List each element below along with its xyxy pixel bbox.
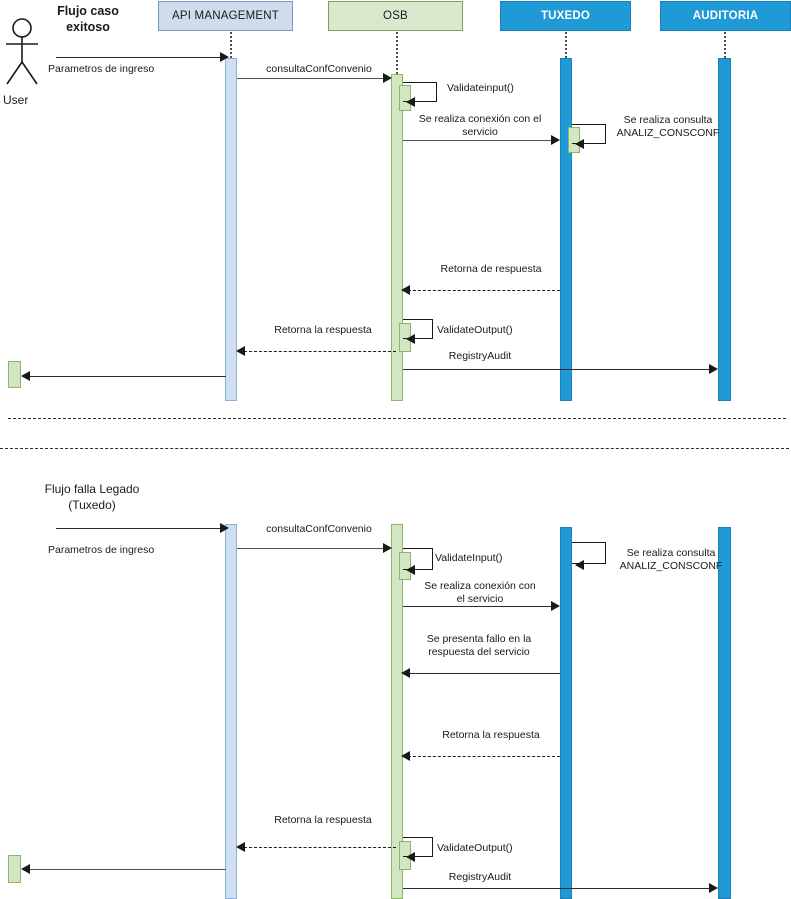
message-arrow-retorna-respuesta-flow1 xyxy=(401,285,410,295)
message-label-conexion-flow2: Se realiza conexión con el servicio xyxy=(424,580,536,605)
message-line-retorna-la-respuesta-flow1 xyxy=(244,351,396,352)
lifeline-stem-api-management xyxy=(230,32,232,58)
flow-title-success: Flujo caso exitoso xyxy=(57,4,119,34)
lifeline-stem-auditoria xyxy=(724,32,726,58)
message-line-retorna-tuxedo-flow2 xyxy=(408,756,560,757)
message-label-conexion-flow1: Se realiza conexión con el servicio xyxy=(418,113,542,138)
message-arrow-apim-to-user-flow1 xyxy=(21,371,30,381)
self-call-arrow-validateoutput-flow1 xyxy=(406,334,415,344)
message-label-retorna-respuesta-flow1: Retorna de respuesta xyxy=(440,263,542,275)
lifeline-stem-tuxedo xyxy=(565,32,567,58)
end-activation-user-flow2 xyxy=(8,855,21,883)
end-activation-user-flow1 xyxy=(8,361,21,388)
message-label-analiz-flow1: Se realiza consulta ANALIZ_CONSCONF xyxy=(616,114,720,139)
activation-tuxedo-flow1 xyxy=(560,58,572,401)
message-label-retorna-la-respuesta-flow1: Retorna la respuesta xyxy=(274,324,372,336)
message-label-validateinput-flow2: ValidateInput() xyxy=(435,552,503,564)
message-line-fallo-flow2 xyxy=(408,673,560,674)
message-arrow-parametros-flow2 xyxy=(220,523,229,533)
message-line-conexion-flow2 xyxy=(403,606,553,607)
message-label-fallo-flow2: Se presenta fallo en la respuesta del se… xyxy=(426,633,532,658)
activation-auditoria-flow2 xyxy=(718,527,731,899)
message-label-validateoutput-flow2: ValidateOutput() xyxy=(437,842,513,854)
message-arrow-fallo-flow2 xyxy=(401,668,410,678)
message-line-consulta-flow1 xyxy=(237,78,385,79)
message-line-consulta-flow2 xyxy=(237,548,385,549)
message-arrow-retorna-la-respuesta-flow1 xyxy=(236,346,245,356)
message-label-analiz-flow2: Se realiza consulta ANALIZ_CONSCONF xyxy=(619,547,723,572)
message-arrow-apim-to-user-flow2 xyxy=(21,864,30,874)
activation-osb-flow1 xyxy=(391,74,403,401)
message-arrow-conexion-flow2 xyxy=(551,601,560,611)
message-line-conexion-flow1 xyxy=(403,140,553,141)
lifeline-head-auditoria[interactable]: AUDITORIA xyxy=(660,1,791,31)
activation-tuxedo-flow2 xyxy=(560,527,572,899)
flow-separator-bottom xyxy=(0,448,789,449)
message-line-parametros-flow2 xyxy=(56,528,222,529)
message-label-retorna-apim-flow2: Retorna la respuesta xyxy=(274,814,372,826)
message-arrow-registryaudit-flow2 xyxy=(709,883,718,893)
stick-figure-actor-icon xyxy=(6,18,38,85)
message-arrow-consulta-flow2 xyxy=(383,543,392,553)
message-line-registryaudit-flow1 xyxy=(403,369,711,370)
message-label-registryaudit-flow1: RegistryAudit xyxy=(448,350,512,362)
self-call-arrow-validateinput-flow1 xyxy=(406,97,415,107)
message-arrow-conexion-flow1 xyxy=(551,135,560,145)
self-call-arrow-validateoutput-flow2 xyxy=(406,852,415,862)
lifeline-head-tuxedo[interactable]: TUXEDO xyxy=(500,1,631,31)
message-arrow-registryaudit-flow1 xyxy=(709,364,718,374)
self-call-loop-validateoutput-flow1 xyxy=(403,319,433,339)
self-call-arrow-analiz-flow2 xyxy=(575,560,584,570)
flow-title-failure: Flujo falla Legado (Tuxedo) xyxy=(44,482,140,512)
activation-api-management-flow1 xyxy=(225,58,237,401)
lifeline-head-osb[interactable]: OSB xyxy=(328,1,463,31)
message-line-retorna-respuesta-flow1 xyxy=(408,290,560,291)
self-call-loop-analiz-flow1 xyxy=(572,124,606,144)
message-label-parametros-flow2: Parametros de ingreso xyxy=(48,544,155,556)
self-call-loop-analiz-flow2 xyxy=(572,542,606,564)
message-line-apim-to-user-flow2 xyxy=(29,869,226,870)
self-call-arrow-validateinput-flow2 xyxy=(406,565,415,575)
message-line-registryaudit-flow2 xyxy=(403,888,711,889)
self-call-loop-validateinput-flow1 xyxy=(403,82,437,102)
message-line-apim-to-user-flow1 xyxy=(29,376,226,377)
lifeline-head-api-management[interactable]: API MANAGEMENT xyxy=(158,1,293,31)
message-label-retorna-tuxedo-flow2: Retorna la respuesta xyxy=(442,729,540,741)
self-call-loop-validateinput-flow2 xyxy=(403,548,433,570)
self-call-arrow-analiz-flow1 xyxy=(575,139,584,149)
message-label-registryaudit-flow2: RegistryAudit xyxy=(448,871,512,883)
message-line-parametros-flow1 xyxy=(56,57,222,58)
message-arrow-parametros-flow1 xyxy=(220,52,229,62)
lifeline-stem-osb xyxy=(396,32,398,74)
message-line-retorna-apim-flow2 xyxy=(244,847,396,848)
message-label-parametros-flow1: Parametros de ingreso xyxy=(48,63,155,75)
actor-label-user: User xyxy=(3,93,29,107)
message-arrow-retorna-tuxedo-flow2 xyxy=(401,751,410,761)
activation-auditoria-flow1 xyxy=(718,58,731,401)
message-label-consulta-flow2: consultaConfConvenio xyxy=(266,523,372,535)
message-arrow-consulta-flow1 xyxy=(383,73,392,83)
message-label-validateinput-flow1: Validateinput() xyxy=(447,82,514,94)
message-label-consulta-flow1: consultaConfConvenio xyxy=(266,63,372,75)
message-arrow-retorna-apim-flow2 xyxy=(236,842,245,852)
self-call-loop-validateoutput-flow2 xyxy=(403,837,433,857)
flow-separator-top xyxy=(8,418,786,419)
message-label-validateoutput-flow1: ValidateOutput() xyxy=(437,324,513,336)
